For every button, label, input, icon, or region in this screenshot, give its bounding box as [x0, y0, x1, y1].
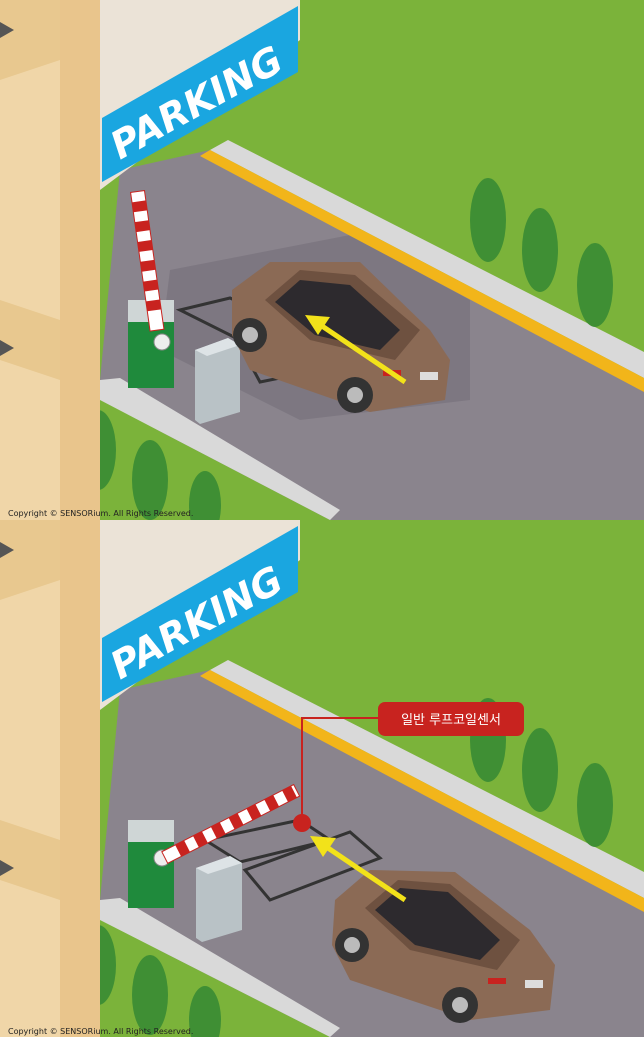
- scene-panel-top: PARKING: [0, 0, 644, 520]
- scene-illustration-bottom: PARKING 일반 루프코일센서: [0, 520, 644, 1037]
- scene-panel-bottom: PARKING 일반 루프코일센서: [0, 520, 644, 1037]
- scene-illustration-top: PARKING: [0, 0, 644, 520]
- ticket-machine: [196, 856, 242, 942]
- ticket-machine: [195, 338, 240, 424]
- copyright-text: Copyright © SENSORium. All Rights Reserv…: [8, 509, 193, 518]
- sensor-marker: [293, 814, 311, 832]
- copyright-text: Copyright © SENSORium. All Rights Reserv…: [8, 1027, 193, 1036]
- callout-label: 일반 루프코일센서: [401, 713, 501, 728]
